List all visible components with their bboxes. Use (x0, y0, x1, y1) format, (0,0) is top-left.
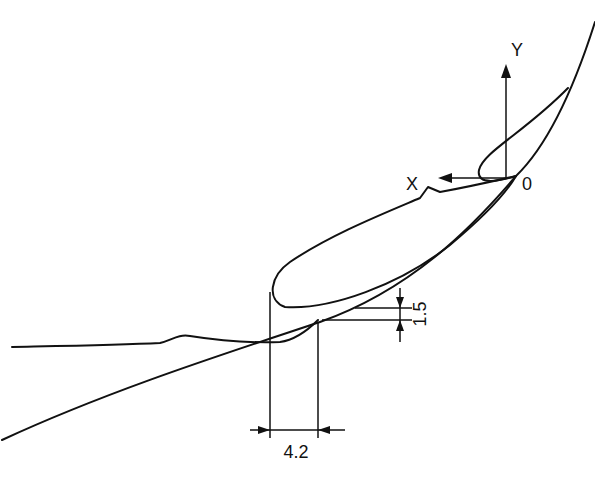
extension-line (355, 307, 412, 309)
origin-label: 0 (522, 175, 532, 193)
arrowhead (501, 64, 511, 78)
wing-contour (12, 320, 318, 347)
y-axis (505, 72, 507, 178)
arrowhead (396, 297, 404, 308)
extension-line (269, 292, 271, 438)
lower-contour (2, 176, 516, 440)
dimension-value: 4.2 (283, 443, 308, 461)
arrowhead (396, 320, 404, 331)
dimension-value: 1.5 (411, 301, 429, 326)
arrowhead (318, 426, 330, 434)
dimension-line (399, 288, 401, 342)
axis-name: Y (511, 41, 523, 59)
flap-contour (273, 176, 516, 307)
extension-line (317, 322, 319, 438)
slat-contour (479, 88, 568, 181)
extension-line (322, 319, 412, 321)
arrowhead (438, 173, 452, 183)
arrowhead (258, 426, 270, 434)
x-axis (446, 177, 506, 179)
axis-name: X (406, 175, 418, 193)
